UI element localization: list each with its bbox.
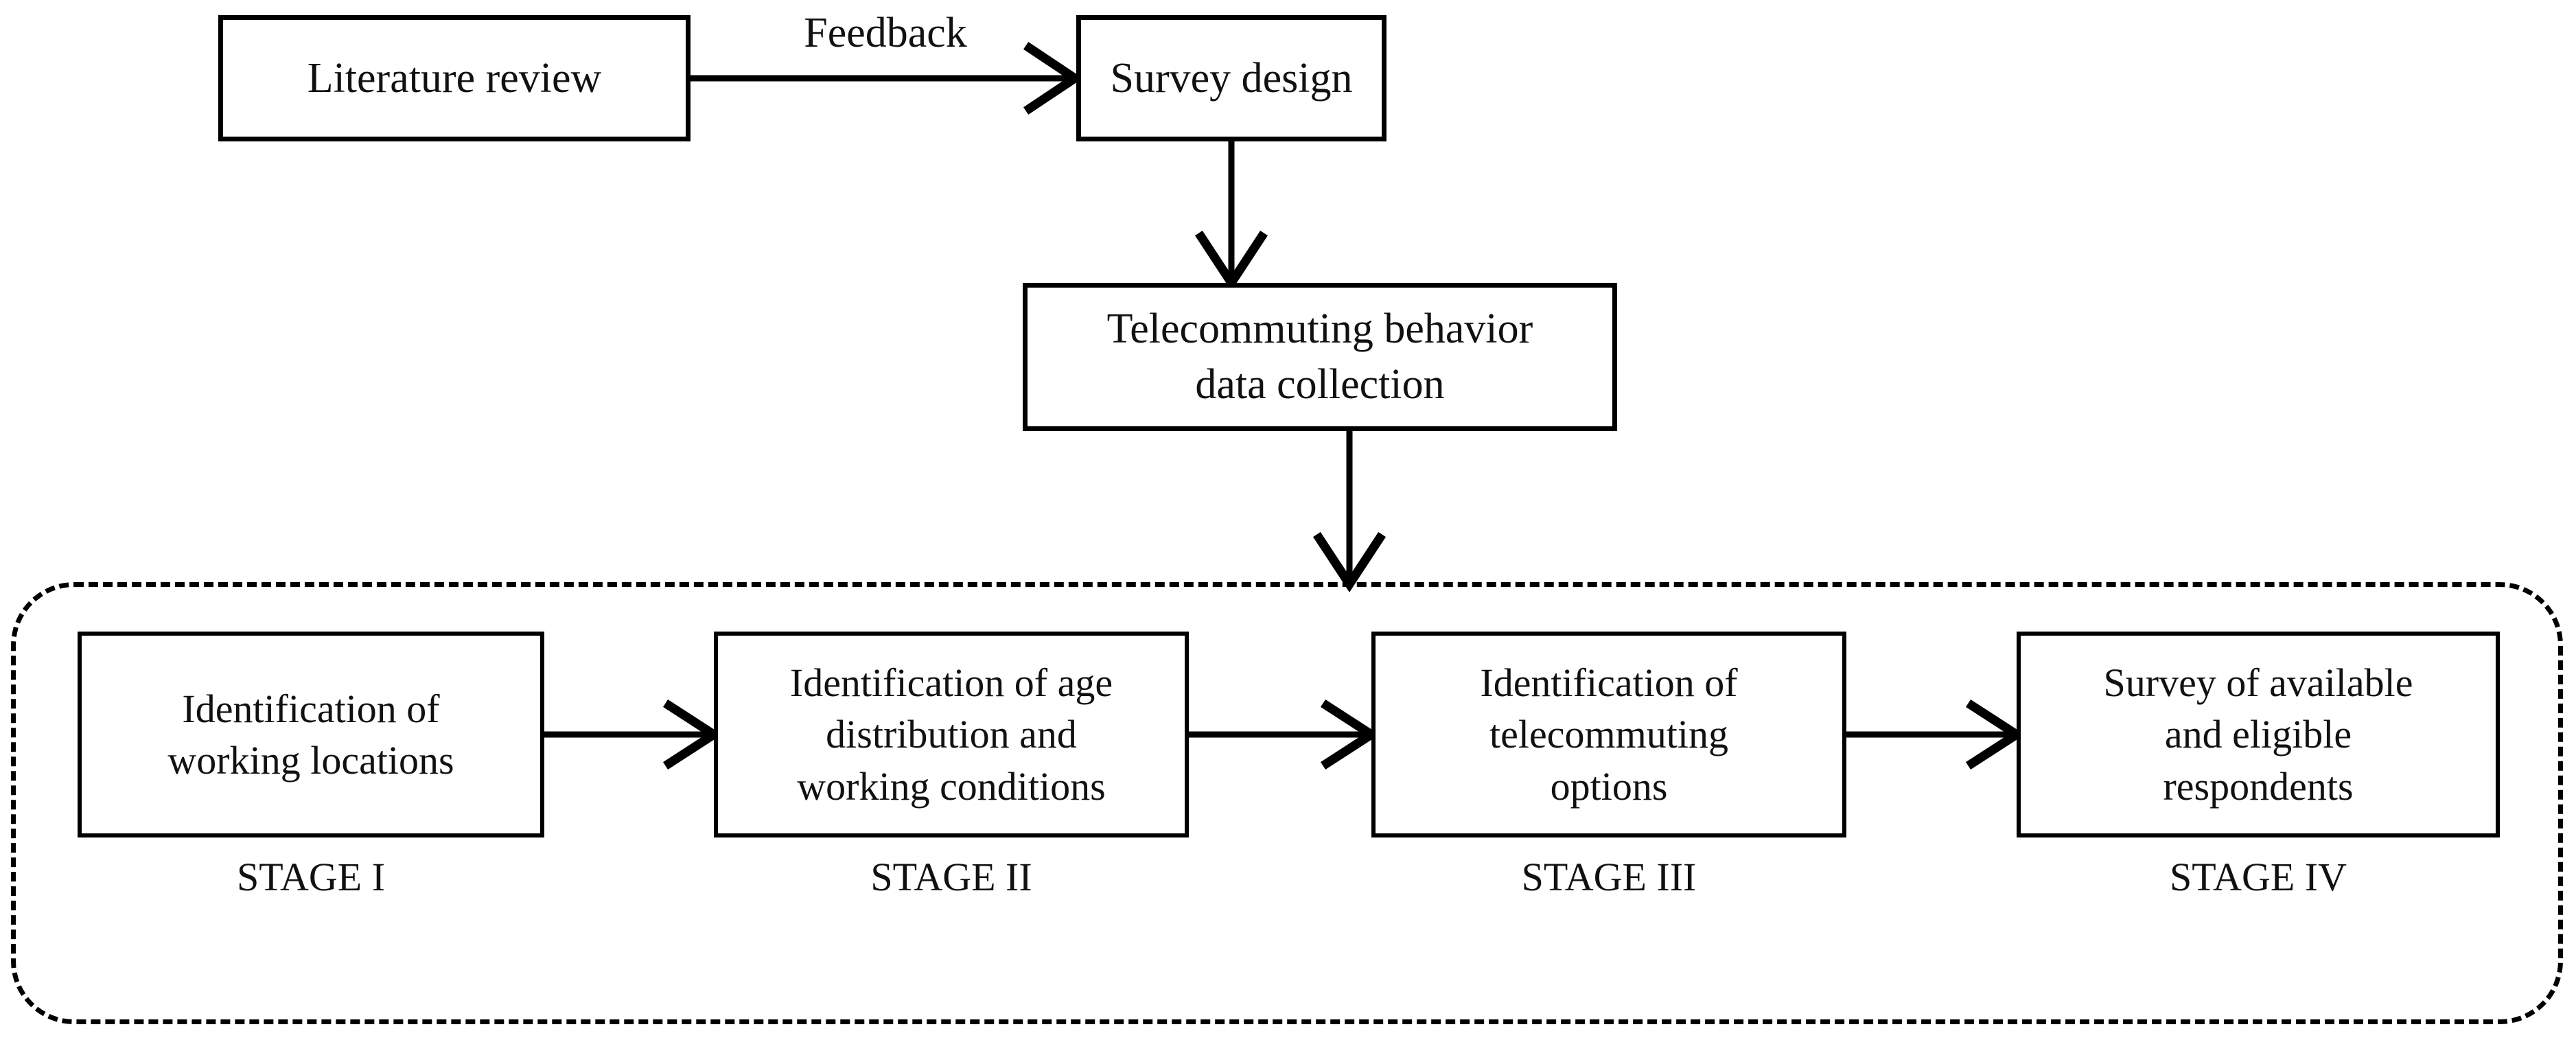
edge-data-collection-to-stages [1312,431,1386,592]
caption-stage-4: STAGE IV [2170,855,2347,899]
node-stage-3: Identification of telecommuting options [1371,632,1846,837]
caption-stage-3: STAGE III [1521,855,1697,899]
node-literature-review-label: Literature review [307,54,602,102]
node-stage-1: Identification of working locations [78,632,544,837]
node-stage-4-label: Survey of available and eligible respond… [2103,660,2413,809]
caption-stage-1: STAGE I [236,855,386,899]
node-stage-2-label: Identification of age distribution and w… [789,660,1113,809]
node-stage-3-label: Identification of telecommuting options [1480,660,1738,809]
node-stage-2: Identification of age distribution and w… [714,632,1189,837]
stages-dashed-container [11,582,2563,1024]
node-survey-design: Survey design [1076,15,1386,141]
node-stage-1-label: Identification of working locations [167,686,454,783]
node-telecommuting-data-collection-label: Telecommuting behavior data collection [1106,305,1533,408]
edge-label-feedback: Feedback [804,10,967,56]
node-literature-review: Literature review [218,15,691,141]
node-stage-4: Survey of available and eligible respond… [2017,632,2500,837]
node-telecommuting-data-collection: Telecommuting behavior data collection [1023,283,1617,431]
node-survey-design-label: Survey design [1110,54,1353,102]
caption-stage-2: STAGE II [870,855,1032,899]
edge-survey-to-data-collection [1194,141,1268,291]
